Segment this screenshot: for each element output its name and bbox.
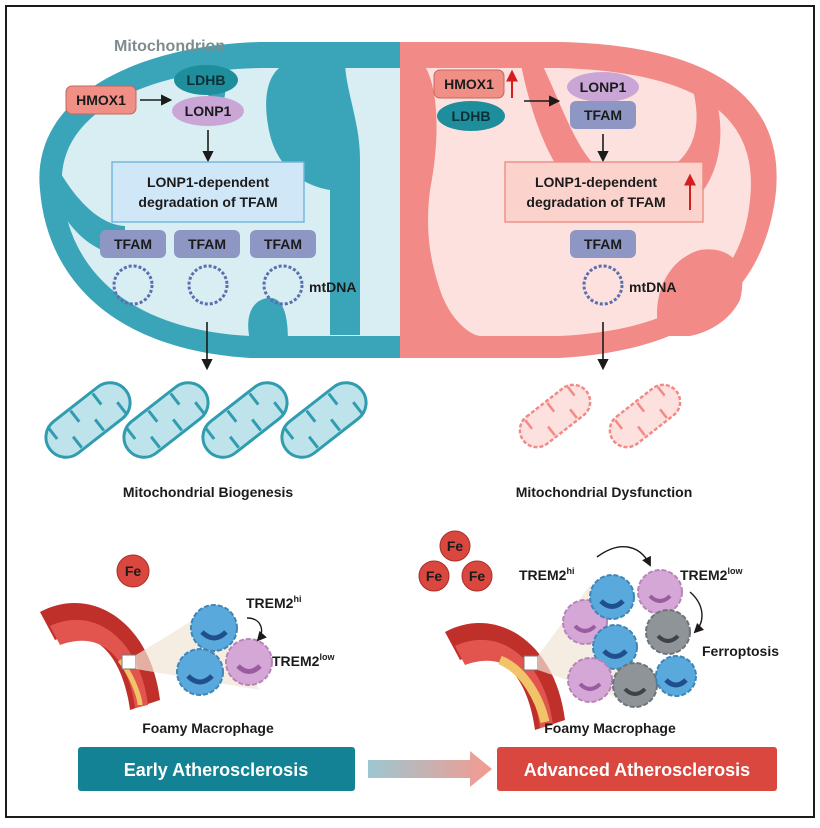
hmox1-box-right	[433, 69, 505, 99]
process-line1-right: LONP1-dependent	[535, 174, 657, 190]
trem2hi-label-advanced: TREM2hi	[519, 566, 574, 583]
advanced-atherosclerosis-button[interactable]	[497, 747, 777, 791]
fe-label-advanced-1: Fe	[447, 538, 464, 554]
biogenesis-label: Mitochondrial Biogenesis	[123, 484, 294, 500]
process-box-left	[111, 161, 305, 223]
healthy-mito-3	[201, 381, 289, 459]
tfam-label-right: TFAM	[584, 236, 622, 252]
ldhb-ellipse-left	[174, 65, 238, 95]
macrophage-trem2hi-early-2	[176, 648, 224, 696]
process-box-right	[504, 161, 704, 223]
ferroptosis-label: Ferroptosis	[702, 643, 779, 659]
zoom-square-early	[121, 654, 137, 670]
macrophage-advanced-gray-2	[612, 662, 658, 708]
mtdna-circle-left-3	[262, 264, 304, 306]
foamy-macrophage-caption-advanced: Foamy Macrophage	[544, 720, 676, 736]
lonp1-ellipse-left	[172, 96, 244, 126]
macrophage-trem2hi-early-1	[190, 604, 238, 652]
tfam-box-right	[570, 230, 636, 258]
hmox1-box-left	[65, 85, 137, 115]
healthy-mito-1	[44, 381, 132, 459]
fe-label-advanced-3: Fe	[469, 568, 486, 584]
tfam-label-left-2: TFAM	[188, 236, 226, 252]
healthy-mito-2	[122, 381, 210, 459]
process-line2-right: degradation of TFAM	[526, 194, 665, 210]
damaged-mito-1	[518, 383, 592, 449]
tfam-box-left-1	[100, 230, 166, 258]
trem2low-label-advanced: TREM2low	[680, 566, 743, 583]
dysfunction-label: Mitochondrial Dysfunction	[516, 484, 693, 500]
ldhb-label-right: LDHB	[452, 108, 491, 124]
early-atherosclerosis-button[interactable]	[78, 747, 355, 791]
foamy-macrophage-caption-early: Foamy Macrophage	[142, 720, 274, 736]
mtdna-circle-left-2	[187, 264, 229, 306]
process-line2-left: degradation of TFAM	[138, 194, 277, 210]
macrophage-advanced-pink-3	[567, 657, 613, 703]
lonp1-ellipse-right	[567, 72, 639, 102]
mtdna-circle-right	[582, 264, 624, 306]
fe-ion-advanced-3	[461, 560, 493, 592]
tfam-label-left-1: TFAM	[114, 236, 152, 252]
macrophage-trem2low-early	[225, 638, 273, 686]
lonp1-label-left: LONP1	[185, 103, 232, 119]
damaged-mitochondria-group	[518, 383, 682, 449]
damaged-mito-2	[608, 383, 682, 449]
hmox1-label-right: HMOX1	[444, 76, 494, 92]
trem2hi-label-early: TREM2hi	[246, 594, 301, 611]
tfam-box-left-2	[174, 230, 240, 258]
trem2low-label-early: TREM2low	[272, 652, 335, 669]
advanced-atherosclerosis-label: Advanced Atherosclerosis	[524, 760, 750, 780]
macrophage-advanced-pink-2	[637, 569, 683, 615]
macrophage-advanced-blue-2	[592, 624, 638, 670]
fe-label-advanced-2: Fe	[426, 568, 443, 584]
healthy-mito-4	[280, 381, 368, 459]
ldhb-ellipse-right	[437, 101, 505, 131]
fe-ion-advanced-2	[418, 560, 450, 592]
hi-to-low-arrow-early	[246, 617, 267, 642]
hi-to-low-arrow-advanced	[596, 546, 651, 567]
early-atherosclerosis-label: Early Atherosclerosis	[124, 760, 308, 780]
macrophage-advanced-blue-1	[589, 574, 635, 620]
tfam-label-left-3: TFAM	[264, 236, 302, 252]
fe-ion-early	[116, 554, 150, 588]
macrophage-advanced-blue-3	[655, 655, 697, 697]
macrophage-advanced-gray-1	[645, 609, 691, 655]
mitochondrion-title: Mitochondrion	[114, 38, 225, 55]
tfam-top-box-right	[570, 101, 636, 129]
tfam-top-label-right: TFAM	[584, 107, 622, 123]
progression-arrow	[368, 751, 492, 787]
fe-label-early: Fe	[125, 563, 142, 579]
ldhb-label-left: LDHB	[187, 72, 226, 88]
process-line1-left: LONP1-dependent	[147, 174, 269, 190]
blood-vessel-advanced	[445, 622, 565, 730]
low-to-ferroptosis-arrow	[689, 591, 705, 634]
healthy-mitochondria-group	[44, 381, 368, 459]
macrophage-cluster-advanced	[562, 569, 697, 708]
tfam-box-left-3	[250, 230, 316, 258]
fe-ion-advanced-1	[439, 530, 471, 562]
hmox1-label-left: HMOX1	[76, 92, 126, 108]
zoom-square-advanced	[523, 655, 539, 671]
mtdna-label-left: mtDNA	[309, 279, 356, 295]
mtdna-circle-left-1	[112, 264, 154, 306]
lonp1-label-right: LONP1	[580, 79, 627, 95]
mtdna-label-right: mtDNA	[629, 279, 676, 295]
